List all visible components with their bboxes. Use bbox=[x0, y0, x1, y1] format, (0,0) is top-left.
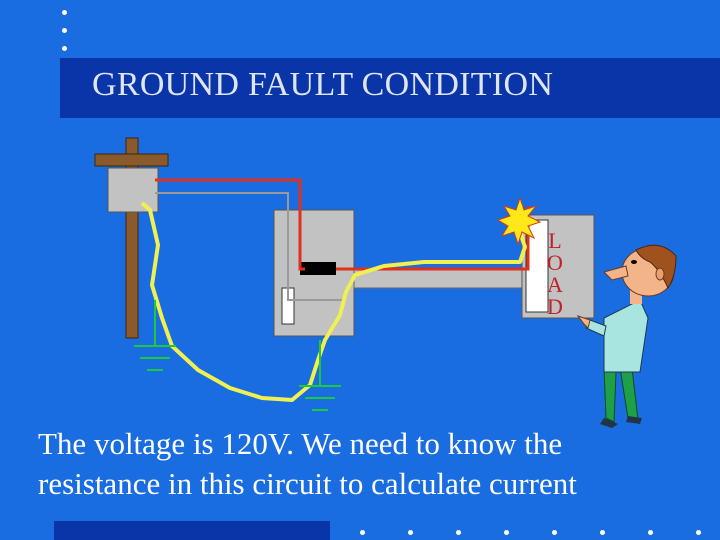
decorative-dots-top bbox=[58, 6, 72, 56]
circuit-breaker bbox=[300, 262, 336, 275]
ground-symbol-icon bbox=[299, 340, 341, 411]
pointing-man-icon bbox=[576, 244, 677, 428]
slide-caption: The voltage is 120V. We need to know the… bbox=[38, 424, 708, 504]
load-letter-a: A bbox=[547, 272, 563, 297]
hot-wire-to-load bbox=[336, 206, 530, 271]
neutral-wire bbox=[155, 192, 346, 301]
caption-line-1: The voltage is 120V. We need to know the bbox=[38, 426, 563, 461]
title-bar bbox=[60, 58, 720, 118]
load-letter-o: O bbox=[547, 250, 563, 275]
ground-symbol-icon bbox=[134, 300, 176, 371]
decorative-dots-bottom bbox=[340, 528, 720, 538]
fault-current-path bbox=[140, 201, 527, 402]
hot-wire bbox=[155, 178, 305, 271]
load-letter-d: D bbox=[547, 294, 563, 319]
conduit bbox=[353, 269, 523, 289]
utility-pole-icon bbox=[94, 137, 169, 339]
load-letter-l: L bbox=[548, 228, 562, 253]
bottom-bar bbox=[54, 521, 330, 540]
slide-title: GROUND FAULT CONDITION bbox=[92, 66, 554, 103]
spark-icon bbox=[496, 196, 542, 246]
caption-line-2: resistance in this circuit to calculate … bbox=[38, 466, 577, 501]
